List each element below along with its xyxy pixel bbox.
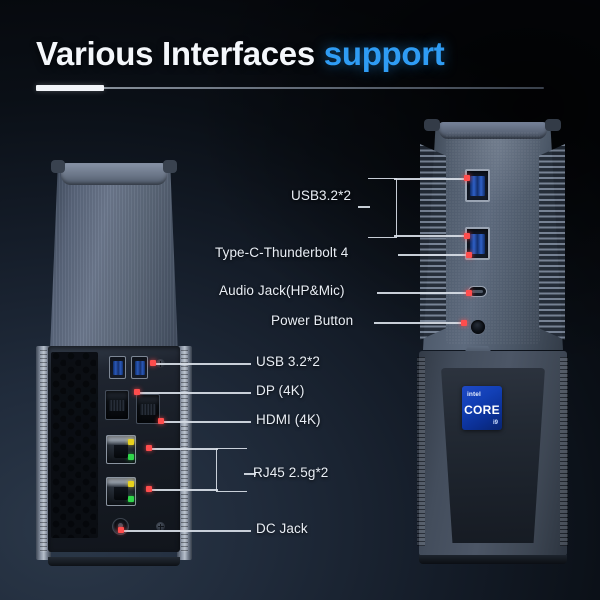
front-side-rail-left: [413, 351, 429, 556]
callout-label-rj45: RJ45 2.5g*2: [253, 465, 329, 480]
title-underline: [36, 84, 544, 91]
rj45-1-led-yellow: [128, 439, 134, 445]
rear-chassis-top-lip: [61, 163, 167, 185]
front-io-face: [446, 132, 540, 344]
callout-marker-usb32-port-2: [464, 233, 470, 239]
front-side-rail-right: [556, 351, 572, 556]
front-chassis-base: [419, 555, 567, 564]
callout-line-rj45-port-1: [152, 448, 218, 450]
audio-jack-port[interactable]: [471, 320, 485, 334]
front-usb32-port-1[interactable]: [465, 169, 490, 202]
rear-chassis-base: [48, 557, 180, 566]
rj45-port-1[interactable]: [106, 435, 136, 464]
rear-io-panel: [48, 346, 180, 552]
title-accent-text: support: [323, 35, 445, 72]
rj45-2-led-yellow: [128, 481, 134, 487]
callout-marker-rj45-port-2: [146, 486, 152, 492]
callout-label-usb32-rear: USB 3.2*2: [256, 354, 320, 369]
front-chassis-corner-left: [424, 119, 440, 131]
header: Various Interfaces support: [36, 35, 576, 91]
callout-line-dc-jack: [124, 530, 251, 532]
callout-stub-usb32-front: [358, 206, 370, 208]
mini-pc-rear-view: [34, 160, 194, 566]
callout-marker-displayport: [134, 389, 140, 395]
callout-label-audio-jack: Audio Jack(HP&Mic): [219, 283, 345, 298]
callout-marker-rj45-port-1: [146, 445, 152, 451]
rear-chassis-corner-right: [163, 160, 177, 173]
underline-accent-segment: [36, 84, 104, 91]
hdmi-port[interactable]: [136, 394, 160, 424]
callout-label-hdmi: HDMI (4K): [256, 412, 321, 427]
intel-tier-text: i9: [492, 420, 498, 426]
callout-label-typec: Type-C-Thunderbolt 4: [215, 245, 349, 260]
rj45-port-2[interactable]: [106, 477, 136, 506]
heatsink-fins-left: [420, 144, 446, 340]
callout-label-dc-jack: DC Jack: [256, 521, 308, 536]
callout-line-displayport: [140, 392, 251, 394]
callout-marker-audio-jack: [466, 290, 472, 296]
callout-stub-rj45: [244, 473, 256, 475]
rj45-2-led-green: [128, 496, 134, 502]
page-title: Various Interfaces support: [36, 35, 576, 73]
hex-vent-mesh: [51, 352, 98, 538]
displayport-port[interactable]: [105, 390, 129, 420]
callout-label-usb32-front: USB3.2*2: [291, 188, 352, 203]
callout-bracket-rj45: [216, 448, 247, 492]
rear-usb-a-port-1[interactable]: [109, 356, 126, 379]
callout-line-rj45-port-2: [152, 489, 218, 491]
callout-marker-typec: [466, 252, 472, 258]
callout-label-displayport: DP (4K): [256, 383, 305, 398]
rear-chassis-corner-left: [51, 160, 65, 173]
callout-line-usb32-port-2: [394, 235, 467, 237]
callout-marker-usb32-rear: [150, 360, 156, 366]
callout-line-typec: [398, 254, 470, 256]
front-chassis-corner-right: [545, 119, 561, 131]
callout-marker-usb32-port-1: [464, 175, 470, 181]
callout-marker-dc-jack: [118, 527, 124, 533]
intel-brand-text: intel: [467, 391, 481, 398]
panel-screw-bottom: [156, 522, 165, 531]
title-main-text: Various Interfaces: [36, 35, 315, 72]
rear-usb-a-port-2[interactable]: [131, 356, 148, 379]
underline-thin-line: [36, 86, 544, 89]
intel-family-text: CORE: [464, 403, 500, 417]
callout-bracket-usb32-front: [368, 178, 397, 238]
front-usb32-port-2[interactable]: [465, 227, 490, 260]
callout-line-hdmi: [164, 421, 251, 423]
rear-chassis-rail-left: [36, 346, 51, 560]
callout-line-usb32-rear: [156, 363, 251, 365]
callout-marker-hdmi: [158, 418, 164, 424]
callout-line-usb32-port-1: [394, 178, 467, 180]
rear-chassis-rail-right: [177, 346, 192, 560]
callout-line-audio-jack: [377, 292, 470, 294]
callout-label-power-button: Power Button: [271, 313, 354, 328]
front-chassis-top-lip: [439, 122, 547, 139]
callout-line-power-button: [374, 322, 464, 324]
rj45-1-led-green: [128, 454, 134, 460]
callout-marker-power-button: [461, 320, 467, 326]
rear-chassis-top-shell: [50, 167, 178, 352]
intel-core-badge: intel CORE i9: [462, 386, 502, 430]
heatsink-fins-right: [539, 144, 565, 340]
mini-pc-front-view: intel CORE i9: [405, 118, 580, 564]
